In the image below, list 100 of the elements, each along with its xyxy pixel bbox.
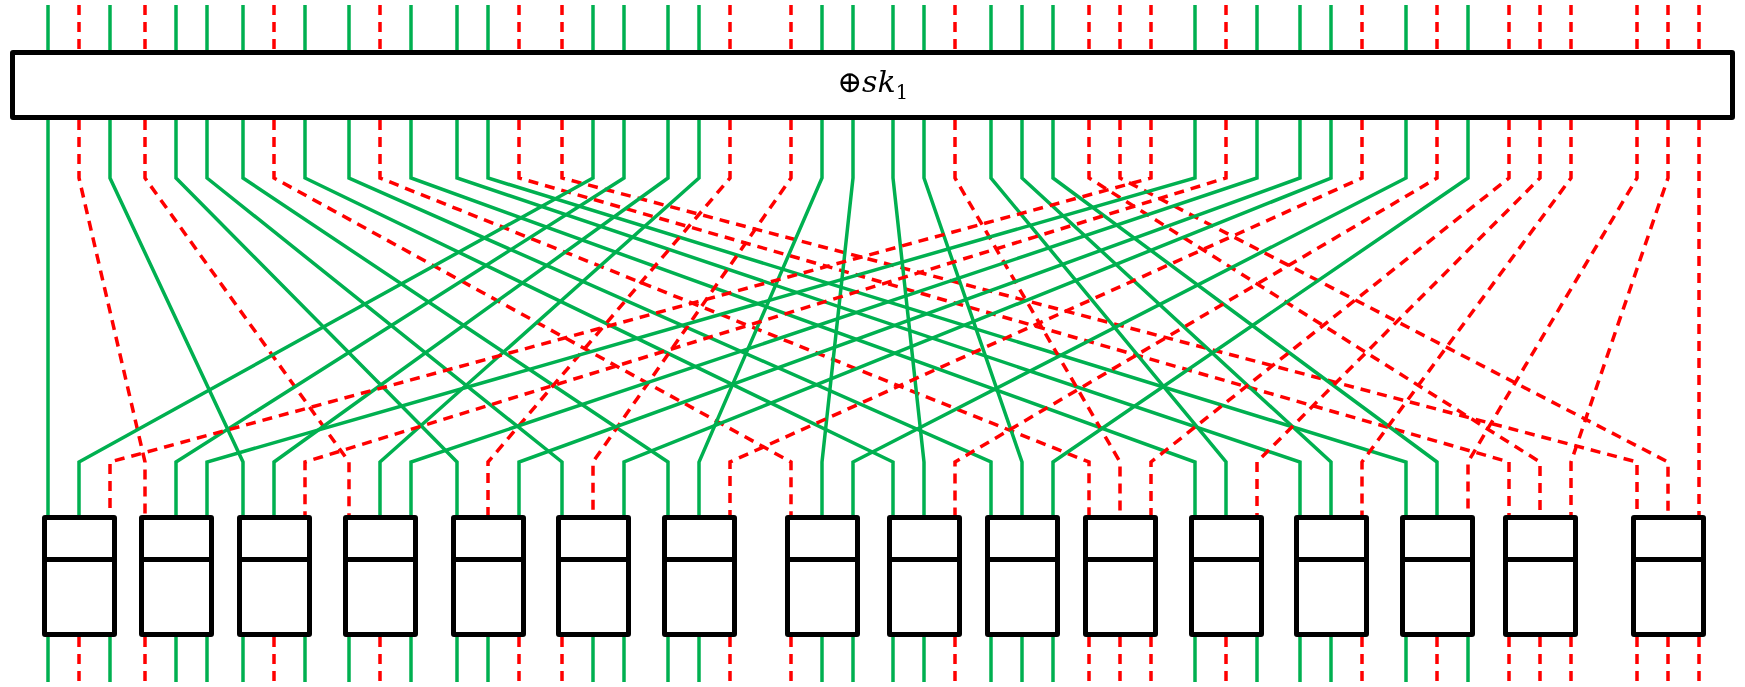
wire (1435, 5, 1439, 50)
wire (1329, 5, 1333, 50)
wire (851, 637, 855, 682)
wire (891, 5, 895, 50)
wire (1666, 5, 1670, 50)
wire (1538, 5, 1542, 50)
sbox-block (1503, 515, 1578, 637)
wire (1193, 5, 1197, 50)
sbox-block (556, 515, 631, 637)
wire (789, 5, 793, 50)
sbox-block (451, 515, 526, 637)
sbox-block (662, 515, 737, 637)
xor-key-box (10, 50, 1735, 120)
wire (409, 637, 413, 682)
wire (953, 120, 1439, 515)
wire (46, 637, 50, 682)
wire (1149, 5, 1153, 50)
wire (174, 120, 459, 515)
wire (77, 637, 81, 682)
wire (1020, 637, 1024, 682)
wire (1149, 120, 1511, 515)
sbox-block (1400, 515, 1475, 637)
wire (77, 120, 595, 515)
wire (174, 5, 178, 50)
wire (486, 5, 490, 50)
wire (347, 120, 993, 515)
wire (455, 637, 459, 682)
wire (1697, 637, 1701, 682)
wire (409, 5, 413, 50)
wire (1404, 5, 1408, 50)
wire (591, 637, 595, 682)
wire (1193, 637, 1197, 682)
key-label: ⊕sk$_{1}$ (836, 67, 909, 103)
wire (1360, 637, 1364, 682)
sbox-block (985, 515, 1060, 637)
sbox-block (1083, 515, 1158, 637)
wire (1435, 637, 1439, 682)
wire (108, 5, 112, 50)
wire (728, 637, 732, 682)
wire (1224, 637, 1228, 682)
wire (560, 5, 564, 50)
wire (517, 5, 521, 50)
wire (1404, 637, 1408, 682)
wire (241, 637, 245, 682)
wire (174, 637, 178, 682)
wire (378, 120, 701, 515)
wire (1697, 120, 1701, 515)
wire (728, 120, 1364, 515)
wire (108, 120, 245, 515)
wire (1635, 637, 1639, 682)
wire (1020, 5, 1024, 50)
sbox-block (1631, 515, 1706, 637)
wire (851, 5, 855, 50)
wire (303, 637, 307, 682)
wire (697, 120, 824, 515)
sbox-block (1294, 515, 1369, 637)
wire (666, 637, 670, 682)
wire (922, 5, 926, 50)
wire (77, 120, 147, 515)
wire (303, 5, 307, 50)
wire (953, 5, 957, 50)
wire (622, 637, 626, 682)
wire (1298, 5, 1302, 50)
wire (108, 637, 112, 682)
wire (1087, 5, 1091, 50)
wire (560, 637, 564, 682)
wire (272, 637, 276, 682)
wire (1224, 5, 1228, 50)
wire (205, 120, 564, 515)
wire (378, 5, 382, 50)
wire (1020, 120, 1333, 515)
sbox-block (1189, 515, 1264, 637)
wire (1635, 5, 1639, 50)
wire (486, 637, 490, 682)
wire (205, 637, 209, 682)
wire (953, 637, 957, 682)
wire (1255, 637, 1259, 682)
wire (1569, 637, 1573, 682)
wire (989, 120, 1228, 515)
sbox-block (139, 515, 214, 637)
wire (347, 637, 351, 682)
wire (1118, 637, 1122, 682)
wire (820, 5, 824, 50)
wire (143, 120, 351, 515)
wire (1087, 637, 1091, 682)
wire (517, 637, 521, 682)
wire (666, 5, 670, 50)
wire (820, 637, 824, 682)
wire (1298, 637, 1302, 682)
wire (1666, 637, 1670, 682)
wire (891, 637, 895, 682)
wire (46, 120, 50, 515)
wire (1360, 120, 1573, 515)
wire (1255, 120, 1542, 515)
wire (347, 5, 351, 50)
wire (1697, 5, 1701, 50)
wire (378, 120, 1091, 515)
wire (46, 5, 50, 50)
wire (697, 5, 701, 50)
wire (728, 5, 732, 50)
